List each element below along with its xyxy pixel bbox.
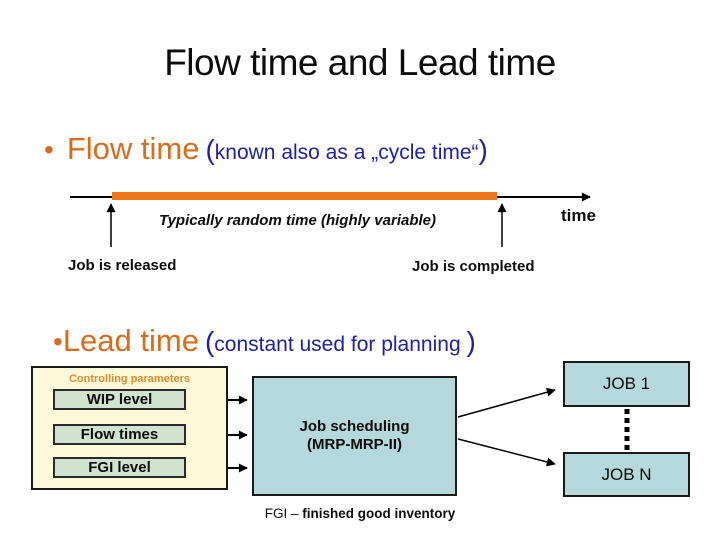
- flow-time-bar: [112, 192, 497, 200]
- job-n-box: JOB N: [563, 452, 690, 497]
- job-completed-label: Job is completed: [412, 258, 535, 275]
- close-paren: ): [478, 134, 488, 165]
- controlling-parameters-box: Controlling parameters WIP level Flow ti…: [31, 366, 228, 490]
- flow-time-term: Flow time: [66, 131, 200, 166]
- footnote-prefix: FGI –: [264, 506, 303, 521]
- job-released-label: Job is released: [68, 257, 177, 274]
- timeline-annotation: Typically random time (highly variable): [158, 212, 437, 229]
- param-fgi-level: FGI level: [53, 457, 186, 478]
- flow-time-bullet: • Flow time(known also as a „cycle time“): [44, 126, 488, 172]
- open-paren: (: [205, 134, 215, 165]
- job-scheduling-box: Job scheduling (MRP-MRP-II): [252, 376, 457, 496]
- close-paren: ): [466, 326, 476, 357]
- scheduler-to-job1-arrow: [457, 387, 556, 418]
- time-axis-label: time: [561, 206, 596, 225]
- bullet-icon: •: [44, 134, 54, 165]
- scheduler-to-jobn-arrow: [457, 438, 556, 467]
- lead-time-qualifier: constant used for planning: [214, 333, 467, 356]
- footnote-text: finished good inventory: [302, 506, 456, 521]
- lead-time-bullet: •Lead time(constant used for planning ): [53, 320, 476, 362]
- open-paren: (: [204, 326, 215, 357]
- param-flow-times: Flow times: [53, 424, 186, 445]
- bullet-icon: •: [53, 326, 63, 357]
- lead-time-term: Lead time: [62, 323, 199, 358]
- page-title: Flow time and Lead time: [164, 42, 556, 83]
- controlling-parameters-title: Controlling parameters: [68, 373, 191, 385]
- job-scheduling-line2: (MRP-MRP-II): [307, 436, 402, 453]
- footnote: FGI – finished good inventory: [0, 506, 720, 521]
- flow-time-qualifier: known also as a „cycle time“: [214, 141, 479, 164]
- job-1-box: JOB 1: [563, 361, 690, 407]
- job-scheduling-line1: Job scheduling: [299, 418, 410, 435]
- param-wip-level: WIP level: [53, 389, 186, 410]
